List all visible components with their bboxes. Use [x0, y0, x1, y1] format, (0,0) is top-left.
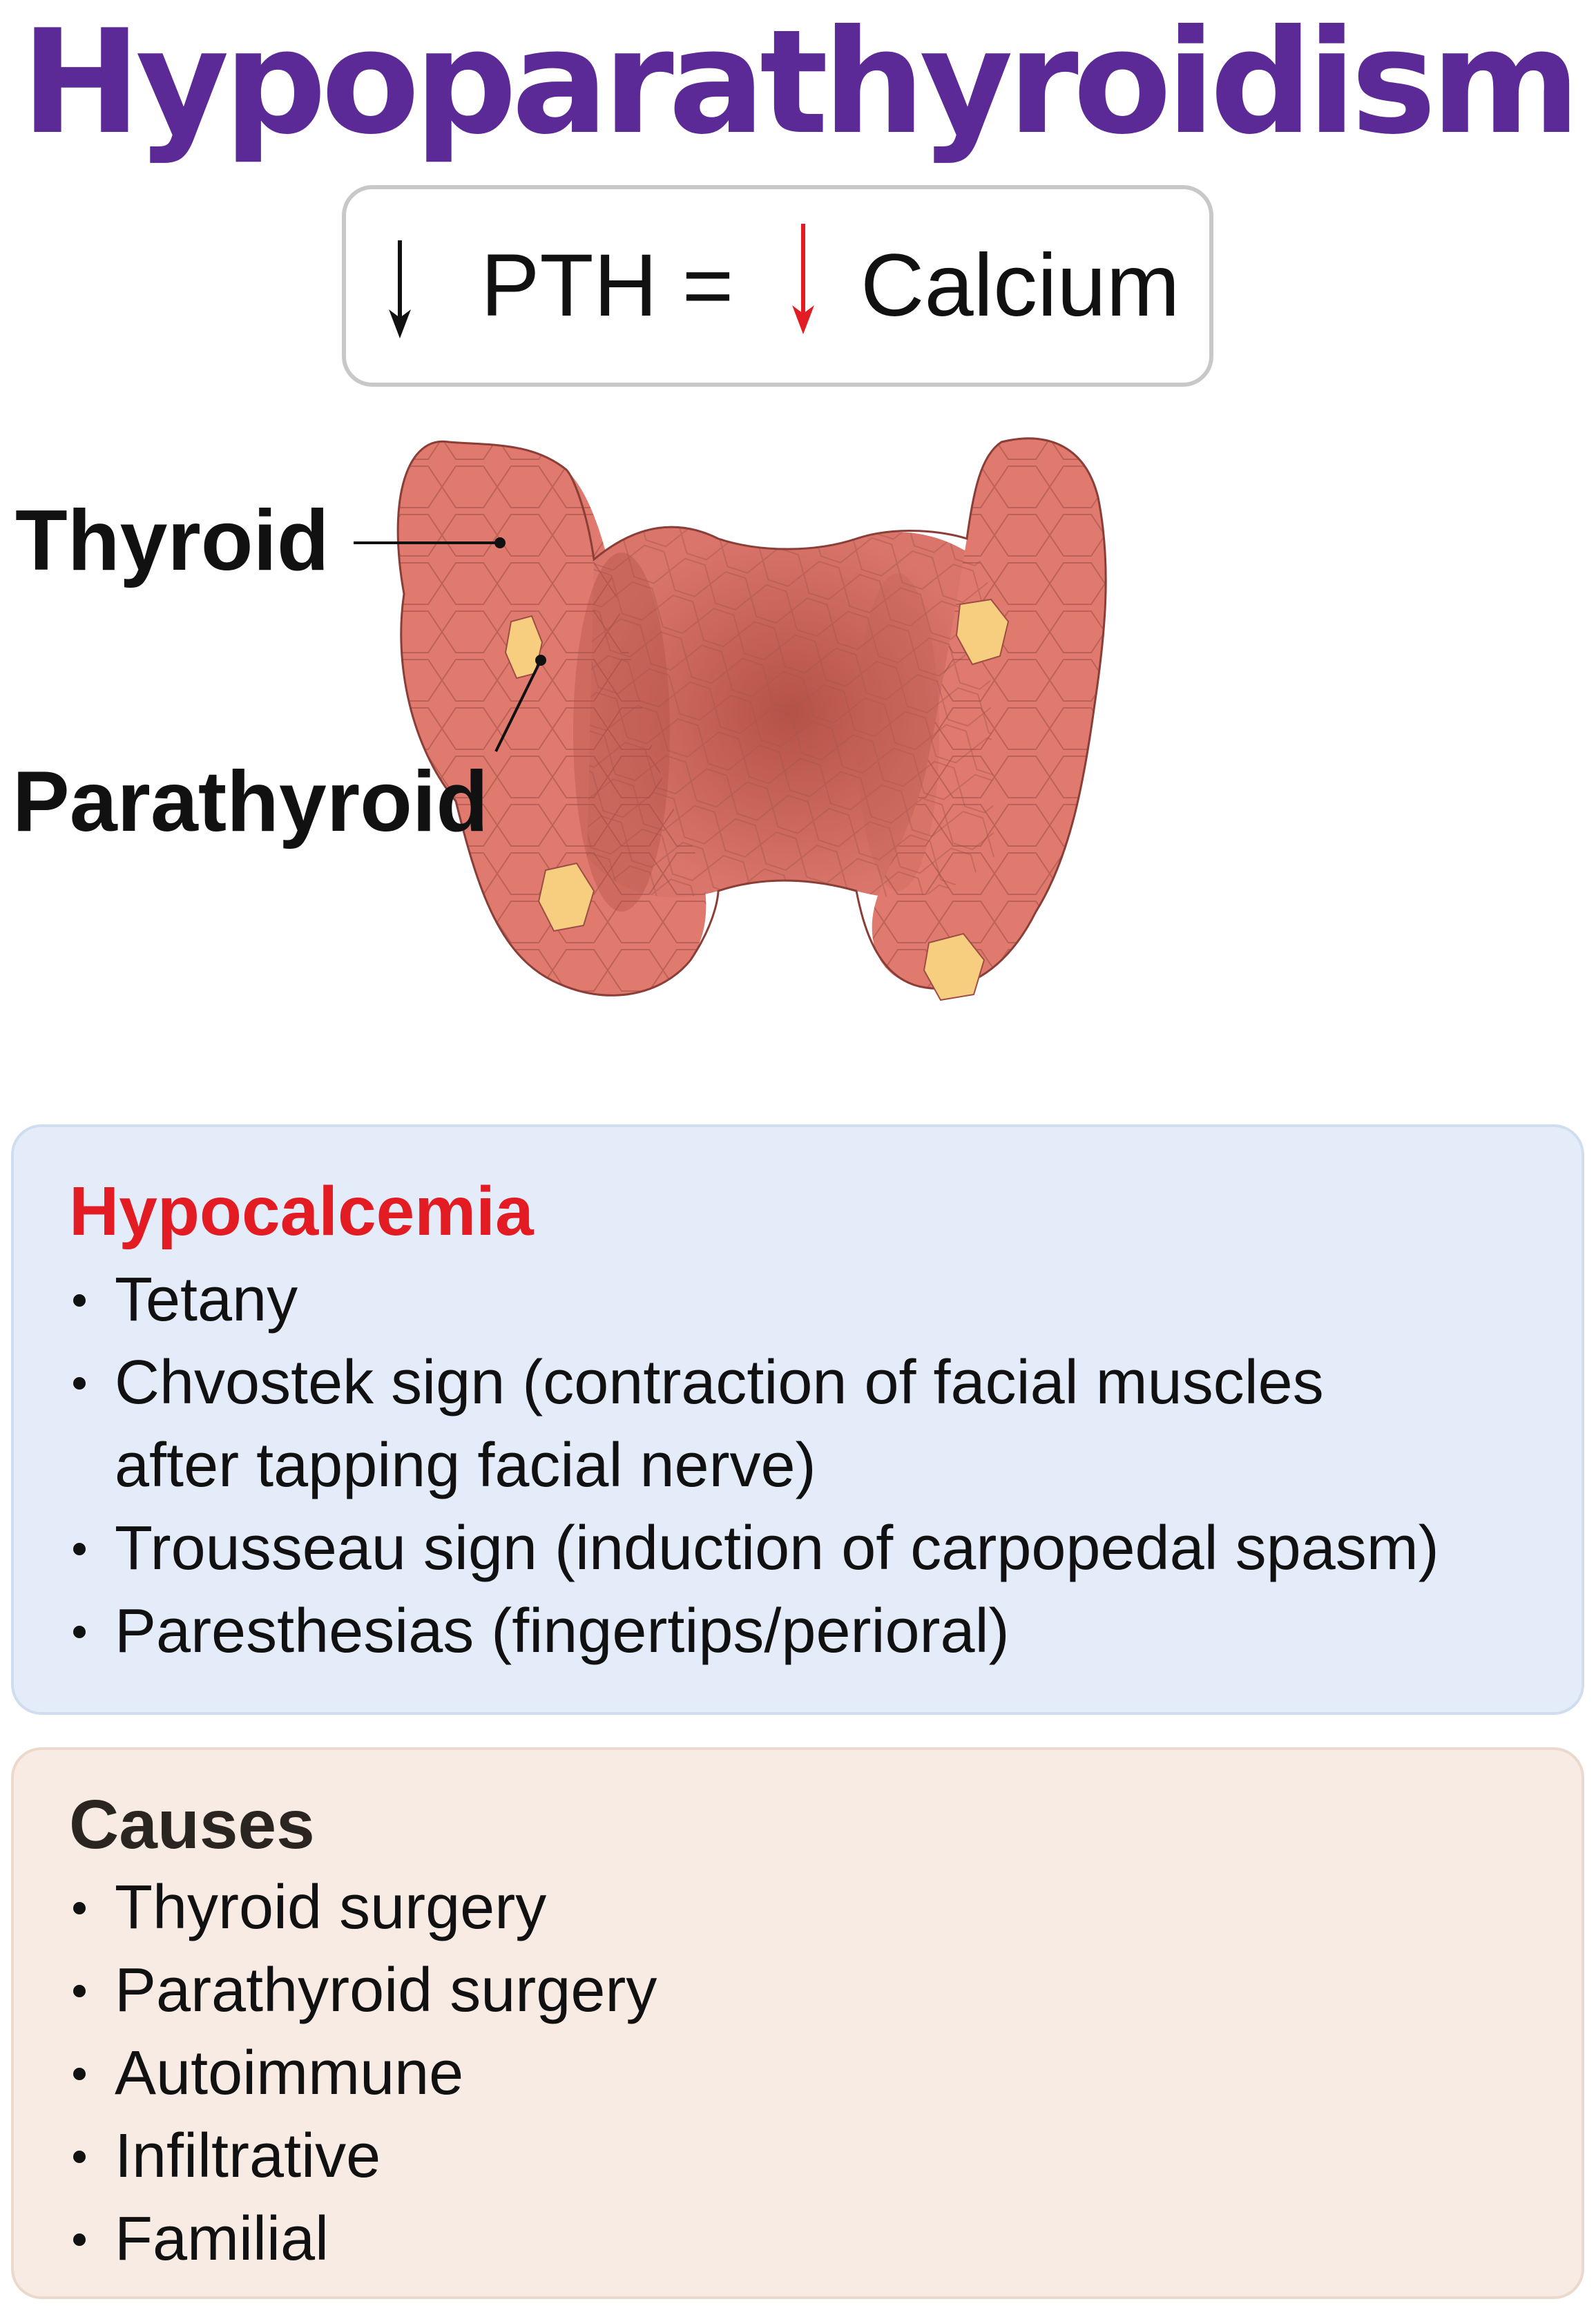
down-arrow-icon	[389, 240, 411, 338]
list-item: Trousseau sign (induction of carpopedal …	[69, 1507, 1439, 1590]
causes-panel: Causes Thyroid surgery Parathyroid surge…	[11, 1747, 1584, 2299]
list-item: Familial	[69, 2198, 657, 2280]
list-item: Chvostek sign (contraction of facial mus…	[69, 1341, 1439, 1424]
list-item: Paresthesias (fingertips/perioral)	[69, 1590, 1439, 1673]
list-item: Tetany	[69, 1258, 1439, 1341]
label-leader-lines	[354, 537, 546, 752]
parathyroid-glands	[504, 598, 1010, 1001]
parathyroid-label: Parathyroid	[12, 754, 489, 849]
calcium-term: Calcium	[861, 236, 1180, 335]
page-title: Hypoparathyroidism	[21, 0, 1580, 166]
down-arrow-icon	[792, 224, 814, 334]
thyroid-gland	[396, 437, 1107, 997]
causes-heading: Causes	[69, 1786, 315, 1863]
hypocalcemia-list: Tetany Chvostek sign (contraction of fac…	[69, 1258, 1439, 1673]
list-item: Thyroid surgery	[69, 1866, 657, 1949]
pth-calcium-formula: PTH = Calcium	[342, 185, 1213, 387]
thyroid-label: Thyroid	[15, 493, 329, 588]
list-item: Infiltrative	[69, 2115, 657, 2198]
causes-list: Thyroid surgery Parathyroid surgery Auto…	[69, 1866, 657, 2280]
list-item: Autoimmune	[69, 2032, 657, 2115]
hypocalcemia-heading: Hypocalcemia	[69, 1173, 534, 1250]
pth-term: PTH =	[481, 236, 734, 335]
list-item-continuation: after tapping facial nerve)	[115, 1431, 816, 1500]
hypocalcemia-panel: Hypocalcemia Tetany Chvostek sign (contr…	[11, 1124, 1584, 1715]
list-item: Parathyroid surgery	[69, 1949, 657, 2032]
thyroid-illustration	[354, 437, 1107, 1001]
